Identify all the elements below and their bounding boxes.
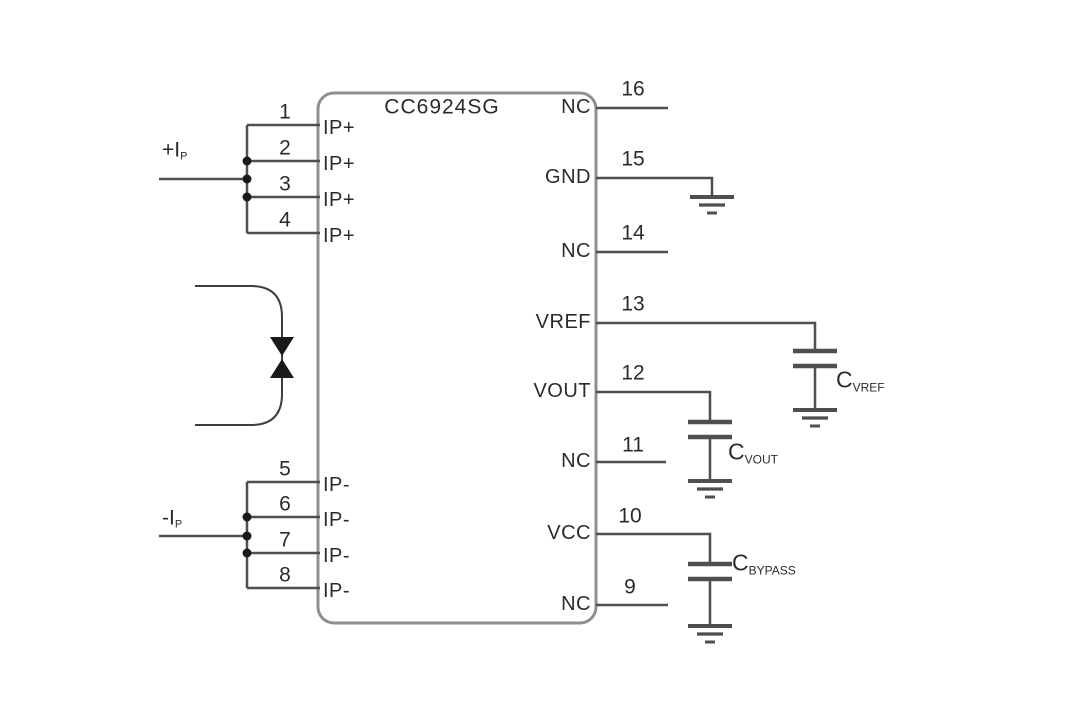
capacitor-label-cbypass-main: C [732,549,749,576]
junction-dot [242,548,252,558]
capacitor-label-cvout-main: C [728,438,745,465]
ip-minus-bus-wiring [159,480,320,590]
pin13-vref-wire [596,321,817,350]
junction-dot [242,174,252,184]
pin-name-1: IP+ [323,117,356,139]
pin-number-13: 13 [621,292,645,316]
pin-number-3: 3 [279,172,291,196]
arrowhead-down-icon [270,337,294,356]
pin-number-12: 12 [621,361,645,385]
capacitor-label-cbypass: CBYPASS [732,549,796,578]
capacitor-label-cvout: CVOUT [728,438,778,467]
pin-name-8: IP- [323,580,351,602]
pin10-vcc-wire [596,532,712,563]
capacitor-cvref [793,348,837,428]
pin-number-16: 16 [621,77,645,101]
input-label-ip-minus: -IP [162,506,183,531]
capacitor-label-cvref-sub: VREF [852,380,885,395]
pin-name-14: NC [561,240,591,262]
ground-symbol-gnd [690,195,734,215]
pin-number-6: 6 [279,492,291,516]
input-label-ip-minus-sub: P [174,518,183,531]
chip-title: CC6924SG [384,95,500,119]
capacitor-label-cvref: CVREF [836,366,885,395]
current-direction-arrow [195,285,294,426]
arrowhead-up-icon [270,359,294,378]
junction-dot [242,192,252,202]
pin-number-2: 2 [279,136,291,160]
pin-number-10: 10 [618,504,642,528]
pin-name-10: VCC [547,522,591,544]
ic-body [316,91,598,625]
junction-dot [242,156,252,166]
junction-dot [242,531,252,541]
pin-number-9: 9 [624,575,636,599]
junction-dot [242,512,252,522]
pin-number-7: 7 [279,528,291,552]
pin-name-9: NC [561,593,591,615]
ip-plus-junctions [242,156,252,202]
pin-number-11: 11 [622,433,644,457]
input-label-ip-plus-main: +I [162,138,181,162]
pin-name-13: VREF [535,311,591,333]
pin-name-4: IP+ [323,225,356,247]
pin-number-5: 5 [279,457,291,481]
capacitor-label-cbypass-sub: BYPASS [748,563,796,578]
ip-plus-bus-wiring [159,123,320,235]
pin-name-12: VOUT [533,380,591,402]
pin12-vout-wire [596,390,712,421]
capacitor-label-cvout-sub: VOUT [744,452,778,467]
ip-minus-junctions [242,512,252,558]
pin-name-15: GND [545,166,591,188]
pin-number-8: 8 [279,563,291,587]
pin-name-7: IP- [323,545,351,567]
pin-name-5: IP- [323,474,351,496]
capacitor-label-cvref-main: C [836,366,853,393]
input-label-ip-minus-main: -I [162,506,175,530]
pin-name-3: IP+ [323,189,356,211]
right-pin-wiring [596,106,817,607]
pin15-gnd-wire [596,176,714,197]
pin-number-14: 14 [621,221,645,245]
input-label-ip-plus-sub: P [180,150,188,163]
pin-name-6: IP- [323,509,351,531]
capacitor-cvout [688,419,732,499]
capacitor-cbypass [688,561,732,644]
current-path-arc [195,285,283,426]
pin-name-11: NC [561,450,591,472]
pin-number-1: 1 [279,100,291,124]
pin-name-2: IP+ [323,153,356,175]
pin-name-16: NC [561,96,591,118]
pin-number-15: 15 [621,147,645,171]
input-label-ip-plus: +IP [162,138,188,163]
pin-number-4: 4 [279,208,291,232]
